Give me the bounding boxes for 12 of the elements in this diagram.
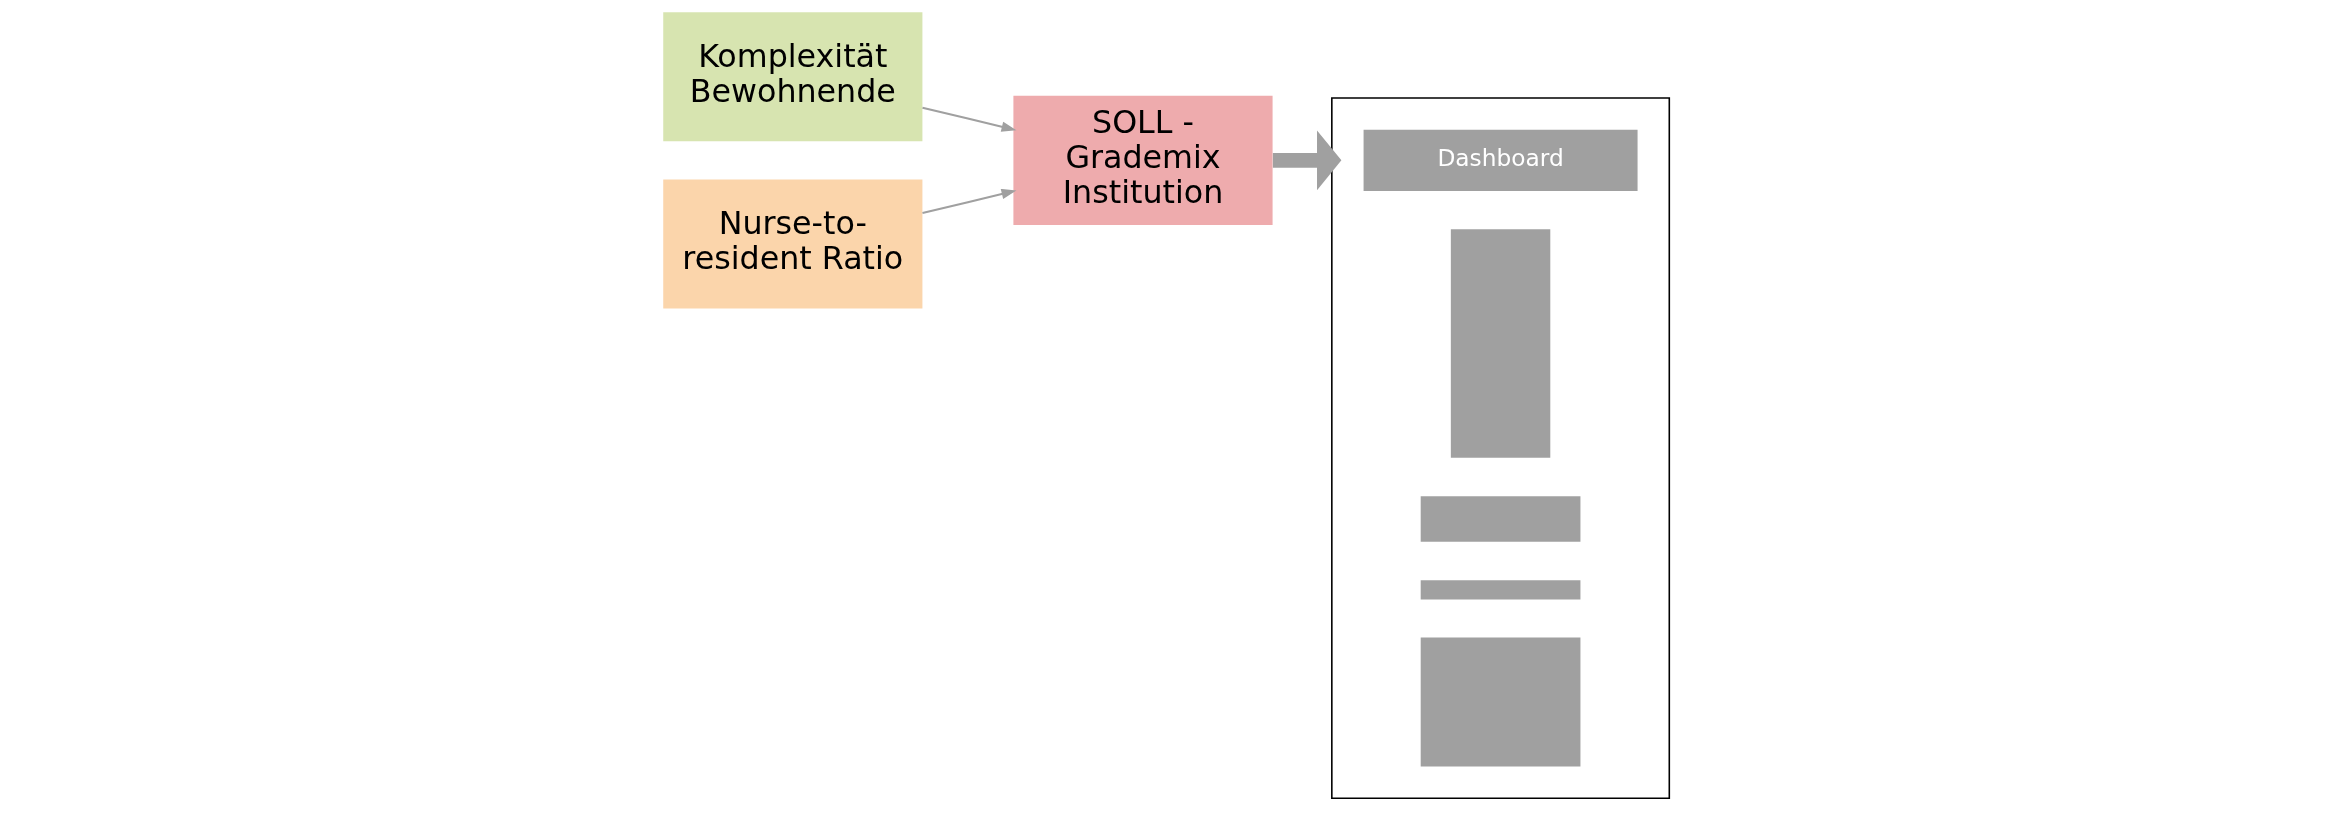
node-box: SOLL - Grademix Institution xyxy=(1013,95,1273,225)
node-box xyxy=(1420,637,1581,767)
node-box: Nurse-to-resident Ratio xyxy=(663,179,923,309)
cluster xyxy=(1331,97,1671,800)
node-box: Dashboard xyxy=(1363,129,1638,192)
node-box xyxy=(1420,580,1581,600)
node-box xyxy=(1420,496,1581,542)
arrow xyxy=(1272,130,1342,191)
node-box xyxy=(1450,229,1551,458)
arrow xyxy=(922,188,1017,215)
arrow xyxy=(922,106,1017,132)
node-box: Komplexität Bewohnende xyxy=(663,12,923,142)
